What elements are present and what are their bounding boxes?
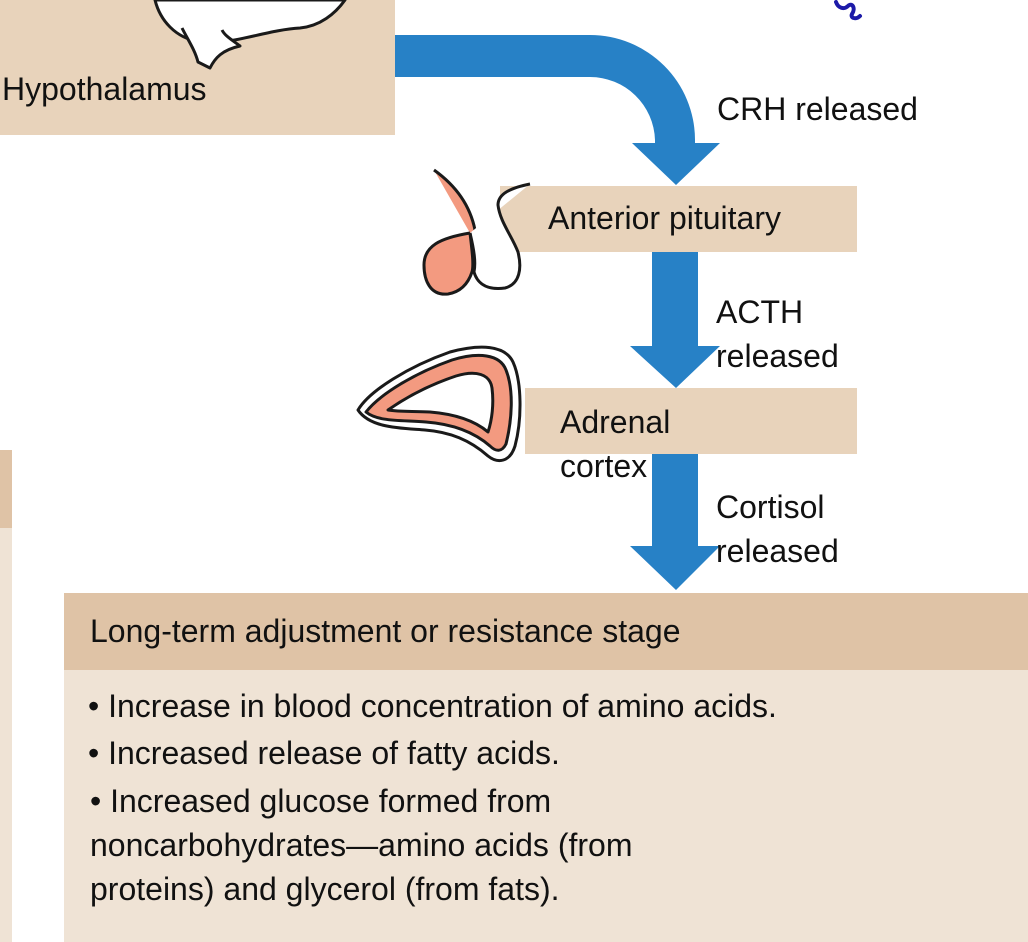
hypothalamus-label: Hypothalamus [2, 71, 207, 107]
acth-arrow [630, 252, 720, 388]
adrenal-gland-icon [356, 345, 522, 463]
pituitary-gland-icon [422, 168, 531, 296]
stage-body [64, 670, 1028, 942]
crh-arrow [395, 35, 720, 185]
adrenal-cortex-label: Adrenal cortex [560, 404, 671, 484]
anterior-pituitary-label: Anterior pituitary [548, 200, 781, 236]
left-panel-header-edge [0, 450, 12, 528]
left-panel-body-edge [0, 528, 12, 942]
decorative-squiggle [834, 0, 862, 21]
cortisol-label: Cortisol released [716, 489, 839, 569]
hypothalamus-brain-icon [153, 0, 347, 70]
acth-label: ACTH released [716, 294, 839, 374]
anterior-pituitary-box [500, 186, 857, 252]
stage-item-amino-acids: • Increase in blood concentration of ami… [88, 688, 777, 724]
stage-item-glucose: • Increased glucose formed from noncarbo… [90, 783, 633, 907]
stage-title: Long-term adjustment or resistance stage [90, 613, 681, 649]
adrenal-cortex-box [525, 388, 857, 454]
cortisol-arrow [630, 454, 720, 590]
stage-item-fatty-acids: • Increased release of fatty acids. [88, 735, 560, 771]
stage-header: Long-term adjustment or resistance stage [64, 593, 1028, 670]
crh-label: CRH released [717, 91, 918, 127]
